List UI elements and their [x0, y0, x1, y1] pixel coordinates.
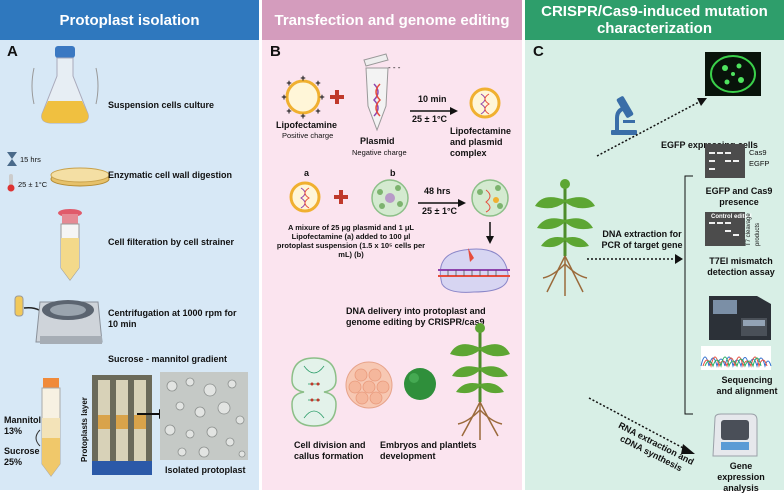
plant-icon	[535, 179, 595, 296]
gradient-tube-icon	[41, 378, 61, 477]
label-cas9: Cas9	[749, 148, 767, 157]
label-protoplasts-layer: Protoplasts layer	[80, 397, 89, 462]
label-egfp-cas9-presence: EGFP and Cas9 presence	[705, 186, 773, 207]
label-embryos: Embryos and plantlets development	[380, 440, 477, 461]
plus-icon	[330, 90, 344, 104]
transfected-protoplast-icon	[471, 179, 509, 217]
label-positive-charge: Positive charge	[282, 131, 334, 140]
svg-text:+: +	[315, 78, 320, 88]
arrow-icon	[418, 199, 466, 207]
time-15hrs: 15 hrs	[20, 155, 41, 164]
qpcr-machine-icon	[712, 413, 758, 457]
gradient-photo	[92, 375, 152, 475]
svg-text:+: +	[300, 73, 305, 83]
panel-a-header: Protoplast isolation	[0, 0, 259, 40]
dotted-arrow-egfp	[596, 98, 707, 157]
panel-c-header: CRISPR/Cas9-induced mutation characteriz…	[525, 0, 784, 40]
panel-a-letter: A	[7, 43, 18, 60]
down-arrow-icon	[486, 222, 494, 244]
time-10min: 10 min	[418, 94, 447, 104]
callus-icon	[345, 361, 393, 409]
protoplast-micrograph	[160, 372, 248, 460]
embryo-icon	[404, 368, 436, 400]
step-gradient: Sucrose - mannitol gradient	[108, 354, 228, 364]
label-negative-charge: Negative charge	[352, 148, 407, 157]
label-cell-division: Cell division and callus formation	[294, 440, 366, 461]
petri-dish-icon	[50, 167, 110, 187]
bracket-line	[684, 175, 693, 415]
label-lipofectamine: Lipofectamine	[276, 120, 338, 130]
label-control-edited: Control edited	[711, 214, 752, 220]
panel-b-letter: B	[270, 43, 281, 60]
label-sucrose: Sucrose 25%	[4, 446, 40, 467]
time-48hrs: 48 hrs	[424, 186, 451, 196]
temp-b2: 25 ± 1°C	[422, 206, 458, 216]
dividing-cell-icon	[291, 357, 337, 427]
complex-icon	[469, 87, 501, 119]
step-enzymatic-digestion: Enzymatic cell wall digestion	[108, 170, 233, 180]
lipofectamine-icon: ++++ ++++	[281, 73, 324, 121]
svg-text:+: +	[319, 92, 324, 102]
svg-text:+: +	[281, 92, 286, 102]
bracket-icon	[35, 429, 41, 447]
label-b: b	[390, 168, 396, 178]
centrifuge-icon	[14, 295, 103, 344]
lipofectamine-complex-icon	[289, 181, 321, 213]
step-suspension-culture: Suspension cells culture	[108, 100, 215, 110]
egfp-micrograph	[705, 52, 761, 96]
temp-b1: 25 ± 1°C	[412, 114, 448, 124]
chromatogram-icon	[700, 346, 772, 370]
label-sequencing: Sequencing and alignment	[716, 375, 778, 396]
panel-transfection: Transfection and genome editing B ++++ +…	[262, 0, 522, 490]
strainer-tube-icon	[58, 209, 82, 281]
plasmid-tube-icon: - - -	[363, 53, 401, 132]
svg-text:+: +	[315, 106, 320, 116]
plantlet-icon	[450, 323, 510, 440]
gel-egfp-cas9	[705, 144, 745, 178]
dotted-arrow-rna	[588, 397, 695, 454]
panel-protoplast-isolation: Protoplast isolation A Suspension cells …	[0, 0, 259, 490]
label-mixture: A mixure of 25 μg plasmid and 1 μL Lipof…	[276, 223, 426, 259]
svg-text:+: +	[286, 78, 291, 88]
protoplast-icon	[371, 179, 409, 217]
svg-text:- - -: - - -	[388, 63, 401, 72]
thermometer-icon	[7, 174, 15, 192]
hourglass-icon	[7, 152, 17, 166]
svg-text:+: +	[286, 106, 291, 116]
label-plasmid: Plasmid	[360, 136, 395, 146]
arrow-icon	[410, 107, 458, 115]
crispr-cas9-icon	[438, 248, 510, 293]
step-cell-filtration: Cell filteration by cell strainer	[108, 237, 235, 247]
label-dna-delivery: DNA delivery into protoplast and genome …	[346, 306, 486, 327]
label-t7-products: T7 cleavage products	[746, 213, 761, 246]
panel-b-header: Transfection and genome editing	[262, 0, 522, 40]
svg-text:+: +	[300, 111, 305, 121]
sequencer-icon	[709, 296, 771, 340]
label-a: a	[304, 168, 310, 178]
temp-a: 25 ± 1°C	[18, 180, 48, 189]
panel-c-letter: C	[533, 43, 544, 60]
panel-mutation-characterization: CRISPR/Cas9-induced mutation characteriz…	[525, 0, 784, 493]
plus-icon	[334, 190, 348, 204]
dotted-arrow-dna	[587, 254, 683, 264]
label-isolated-protoplast: Isolated protoplast	[165, 465, 246, 475]
gel-t7ei	[705, 212, 745, 246]
label-t7ei: T7EI mismatch detection assay	[707, 256, 775, 277]
label-egfp: EGFP	[749, 159, 770, 168]
label-mannitol: Mannitol 13%	[4, 415, 41, 436]
label-dna-extraction: DNA extraction for PCR of target gene	[601, 229, 683, 250]
microscope-icon	[611, 96, 637, 135]
label-gene-expression: Gene expression analysis	[717, 461, 765, 493]
label-complex: Lipofectamine and plasmid complex	[450, 126, 512, 158]
culture-flask-icon	[31, 46, 99, 124]
step-centrifugation: Centrifugation at 1000 rpm for 10 min	[108, 308, 237, 329]
